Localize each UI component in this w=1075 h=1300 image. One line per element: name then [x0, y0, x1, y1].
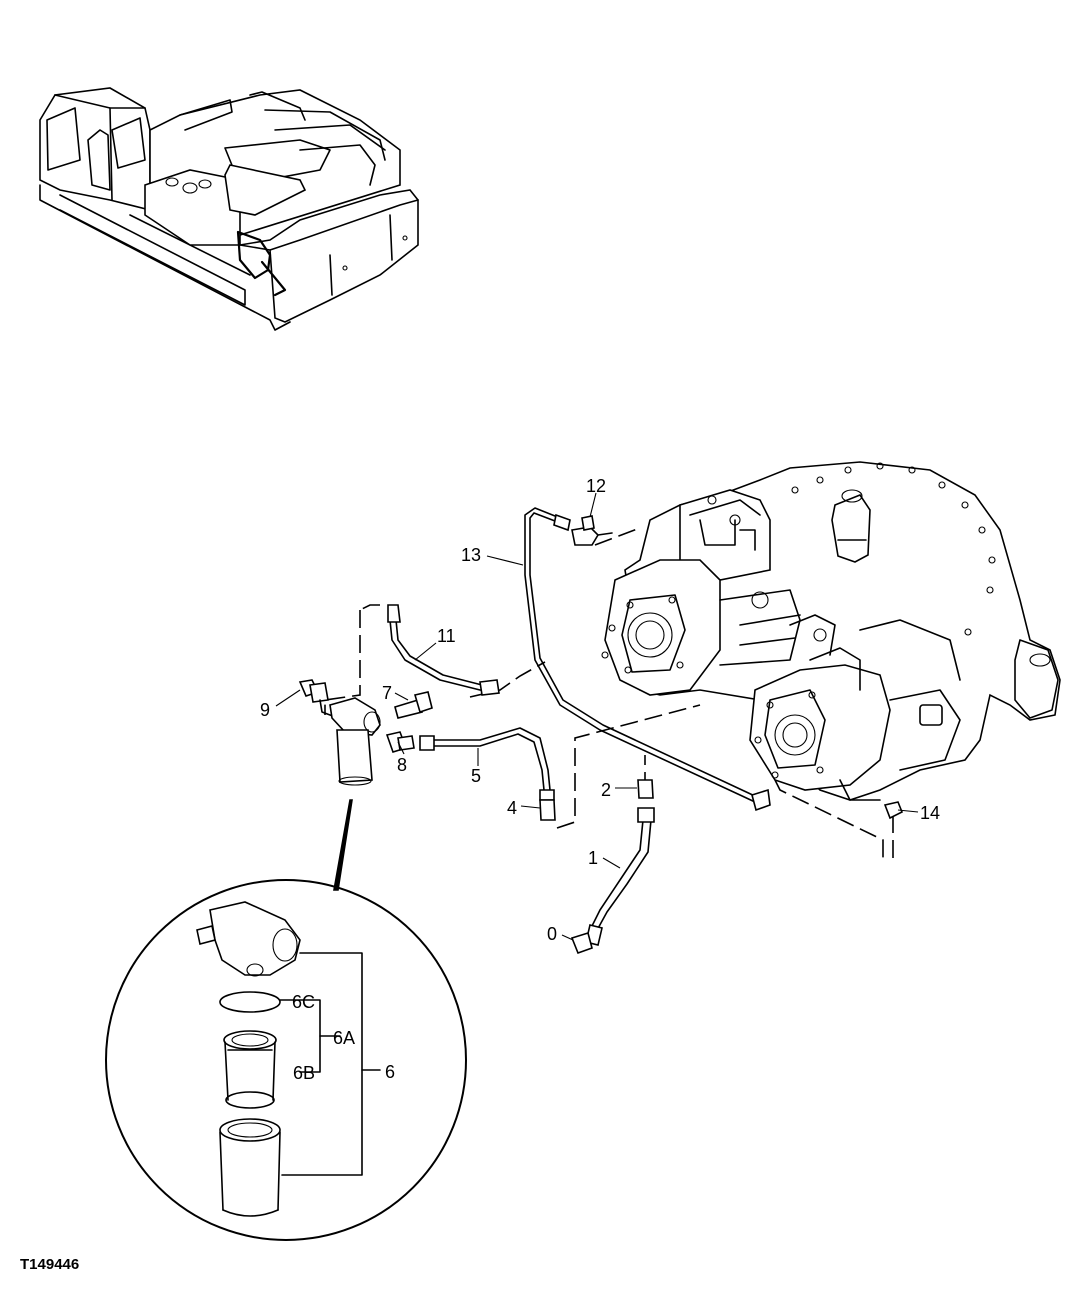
- callout-6C: 6C: [292, 992, 315, 1012]
- hose-1: [589, 807, 655, 933]
- callout-6B: 6B: [293, 1063, 315, 1083]
- excavator-overview: [39, 87, 419, 331]
- filter-6-small: [329, 697, 381, 786]
- callout-14: 14: [920, 803, 940, 823]
- callout-7: 7: [382, 683, 392, 703]
- hydraulic-pump-assembly: [601, 461, 1061, 801]
- bolt-7: [394, 691, 433, 719]
- hose-13: [524, 507, 771, 812]
- callout-6A: 6A: [333, 1028, 355, 1048]
- hose-5: [419, 727, 555, 801]
- detail-leader: [333, 799, 353, 891]
- callout-0: 0: [547, 924, 557, 944]
- callout-5: 5: [471, 766, 481, 786]
- fitting-9: [298, 679, 339, 719]
- fitting-8: [385, 731, 415, 753]
- fitting-14: [883, 801, 904, 820]
- callout-11: 11: [437, 626, 456, 646]
- fitting-2: [637, 779, 654, 799]
- callout-leaders: [275, 492, 919, 941]
- callout-6: 6: [385, 1062, 395, 1082]
- callout-1: 1: [588, 848, 598, 868]
- fitting-4: [539, 799, 556, 821]
- callout-4: 4: [507, 798, 517, 818]
- fitting-0: [570, 924, 603, 955]
- filter-detail-circle: [105, 879, 467, 1241]
- callout-2: 2: [601, 780, 611, 800]
- callout-12: 12: [586, 476, 606, 496]
- fitting-12: [571, 515, 613, 546]
- figure-id: T149446: [20, 1256, 79, 1273]
- hose-11: [387, 604, 500, 696]
- callout-8: 8: [397, 755, 407, 775]
- callout-13: 13: [461, 545, 481, 565]
- callout-9: 9: [260, 700, 270, 720]
